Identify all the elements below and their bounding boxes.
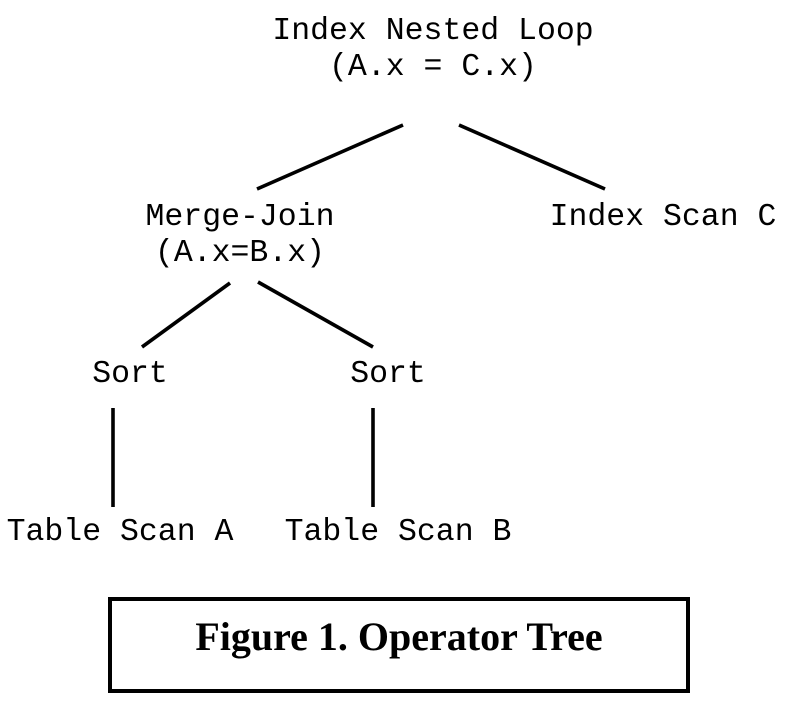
node-merge-join-label: Merge-Join — [145, 200, 335, 235]
node-index-scan-c: Index Scan C — [550, 200, 777, 236]
node-sort-left: Sort — [92, 357, 168, 393]
node-sort-left-label: Sort — [92, 357, 168, 392]
node-sort-right: Sort — [350, 357, 426, 393]
node-merge-join: Merge-Join (A.x=B.x) — [145, 200, 334, 272]
node-table-scan-a: Table Scan A — [7, 515, 234, 551]
edge-root-to-index-scan-c — [458, 123, 606, 191]
edge-merge-join-to-sort-right — [257, 280, 374, 349]
node-merge-join-predicate: (A.x=B.x) — [154, 236, 326, 271]
node-index-nested-loop-label: Index Nested Loop — [272, 14, 594, 49]
node-table-scan-b-label: Table Scan B — [284, 515, 512, 550]
node-table-scan-b: Table Scan B — [285, 515, 512, 551]
edge-root-to-merge-join — [256, 123, 404, 191]
node-index-scan-c-label: Index Scan C — [549, 200, 777, 235]
node-sort-right-label: Sort — [350, 357, 426, 392]
node-index-nested-loop: Index Nested Loop (A.x = C.x) — [272, 14, 593, 86]
figure-caption: Figure 1. Operator Tree — [195, 614, 603, 659]
figure-caption-box: Figure 1. Operator Tree — [108, 597, 690, 693]
node-index-nested-loop-predicate: (A.x = C.x) — [329, 50, 537, 85]
node-table-scan-a-label: Table Scan A — [6, 515, 234, 550]
edge-merge-join-to-sort-left — [140, 281, 232, 349]
